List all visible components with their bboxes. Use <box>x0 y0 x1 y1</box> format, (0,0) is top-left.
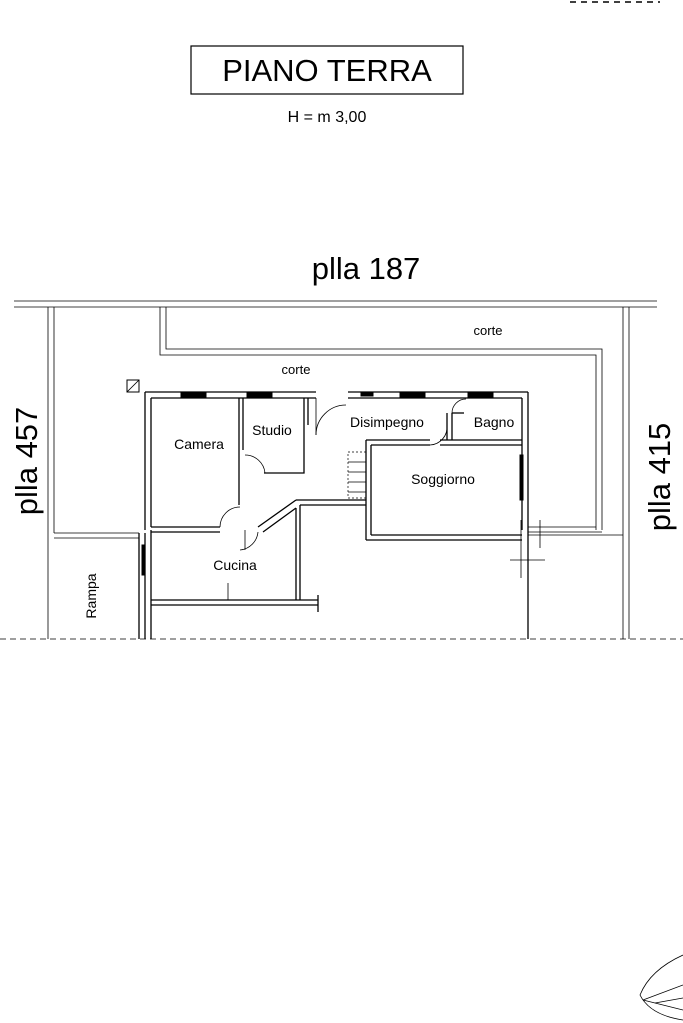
door-swings <box>219 398 467 551</box>
survey-marks <box>510 520 545 578</box>
ramp-area <box>54 532 146 639</box>
room-label-disimpegno: Disimpegno <box>350 414 424 430</box>
courtyard-label-left: corte <box>282 362 311 377</box>
plan-title: PIANO TERRA <box>222 53 432 88</box>
room-label-camera: Camera <box>174 436 224 452</box>
corner-marker <box>126 379 140 393</box>
room-label-rampa: Rampa <box>83 573 99 618</box>
parcel-left-label: plla 457 <box>9 407 44 516</box>
height-note: H = m 3,00 <box>288 109 367 126</box>
courtyard-wall <box>159 307 603 530</box>
room-label-cucina: Cucina <box>213 557 257 573</box>
parcel-right-label: plla 415 <box>642 423 677 532</box>
room-label-bagno: Bagno <box>474 414 515 430</box>
windows <box>180 392 524 501</box>
top-boundary <box>14 300 657 308</box>
stairs <box>347 451 367 499</box>
title-box <box>190 45 464 95</box>
room-label-soggiorno: Soggiorno <box>411 471 475 487</box>
room-label-studio: Studio <box>252 422 292 438</box>
courtyard-label-right: corte <box>474 323 503 338</box>
side-boundaries <box>47 307 630 639</box>
north-arrow-icon <box>639 954 683 1021</box>
parcel-top-label: plla 187 <box>312 251 421 286</box>
